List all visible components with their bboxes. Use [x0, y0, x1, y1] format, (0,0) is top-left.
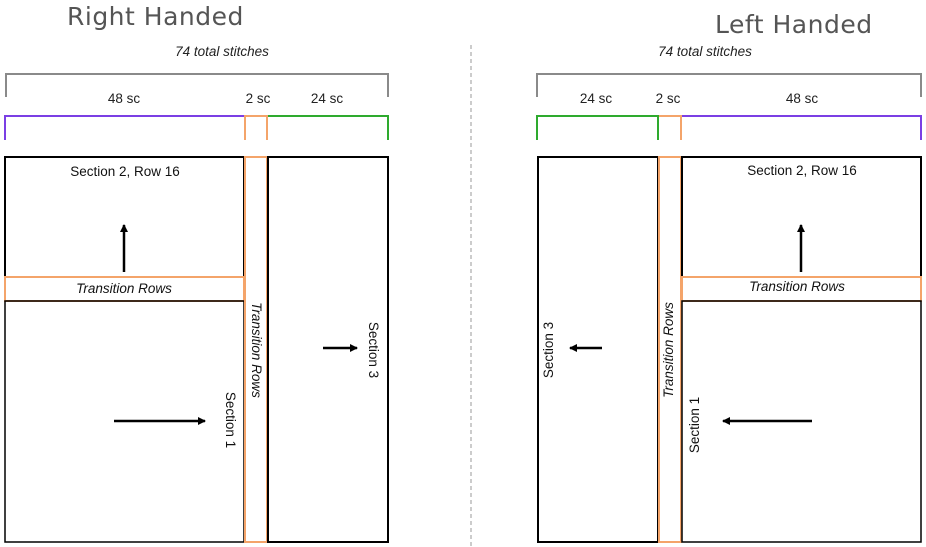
right-section3-label: Section 3 — [366, 322, 381, 378]
right-section3-block — [267, 156, 389, 543]
left-count-2-label: 2 sc — [656, 91, 681, 106]
left-24sc-bracket — [536, 115, 659, 140]
left-transition-rows-vertical-label: Transition Rows — [661, 302, 676, 398]
left-section2-label: Section 2, Row 16 — [747, 163, 857, 178]
left-section3-label: Section 3 — [541, 322, 556, 378]
left-section3-block — [537, 156, 659, 543]
left-count-48-label: 48 sc — [786, 91, 819, 106]
left-section1-label: Section 1 — [687, 397, 702, 453]
right-count-24-label: 24 sc — [311, 91, 344, 106]
left-48sc-bracket — [682, 115, 922, 140]
left-count-24-label: 24 sc — [580, 91, 613, 106]
right-count-2-label: 2 sc — [246, 91, 271, 106]
left-total-bracket — [536, 73, 922, 97]
right-total-bracket — [5, 73, 389, 97]
left-total-stitches-label: 74 total stitches — [658, 44, 752, 59]
right-section2-label: Section 2, Row 16 — [70, 164, 180, 179]
right-transition-rows-vertical-label: Transition Rows — [249, 302, 264, 398]
left-transition-rows-vertical — [658, 156, 682, 543]
right-total-stitches-label: 74 total stitches — [175, 44, 269, 59]
left-handed-heading: Left Handed — [715, 10, 873, 39]
right-handed-heading: Right Handed — [67, 2, 244, 31]
right-section1-label: Section 1 — [223, 392, 238, 448]
left-section1-block — [681, 300, 922, 543]
right-handed-panel: Right Handed 74 total stitches 48 sc 2 s… — [4, 2, 389, 543]
left-2sc-bracket — [659, 115, 682, 140]
right-48sc-bracket — [4, 115, 244, 140]
right-transition-rows-horizontal-label: Transition Rows — [76, 281, 172, 296]
left-handed-panel: Left Handed 74 total stitches 24 sc 2 sc… — [536, 10, 922, 543]
right-24sc-bracket — [268, 115, 389, 140]
right-2sc-bracket — [244, 115, 268, 140]
left-transition-rows-horizontal-label: Transition Rows — [749, 279, 845, 294]
right-count-48-label: 48 sc — [108, 91, 141, 106]
